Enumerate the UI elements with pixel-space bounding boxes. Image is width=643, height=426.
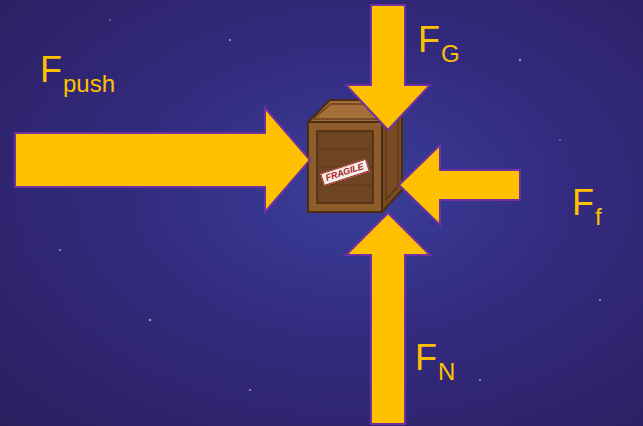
gravity-arrow: [346, 5, 430, 130]
force-subscript: G: [441, 42, 460, 66]
force-symbol: F: [415, 340, 437, 376]
normal-arrow: [346, 213, 430, 424]
stars: [59, 19, 601, 391]
friction-arrow: [399, 145, 520, 225]
push-arrow: [15, 108, 310, 212]
force-subscript: push: [63, 72, 115, 96]
force-subscript: N: [438, 360, 455, 384]
force-symbol: F: [418, 22, 440, 58]
force-symbol: F: [40, 52, 62, 88]
force-symbol: F: [572, 185, 594, 221]
force-subscript: f: [595, 205, 602, 229]
